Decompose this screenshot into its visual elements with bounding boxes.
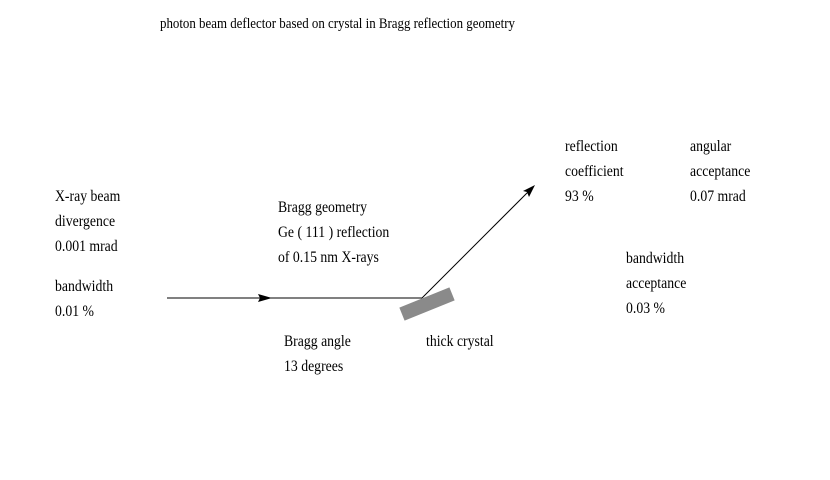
bandwidth-acceptance-label-1: bandwidth xyxy=(626,250,685,267)
reflected-beam-arrowhead xyxy=(523,185,535,197)
crystal xyxy=(399,287,455,321)
page-title: photon beam deflector based on crystal i… xyxy=(160,16,515,32)
bragg-angle-label: Bragg angle xyxy=(284,333,351,350)
bandwidth-value: 0.01 % xyxy=(55,303,94,320)
incoming-beam-arrowhead xyxy=(258,294,272,302)
reflection-coefficient-value: 93 % xyxy=(565,188,594,205)
bandwidth-label: bandwidth xyxy=(55,278,114,295)
bragg-geometry-label: Bragg geometry xyxy=(278,199,368,216)
angular-acceptance-label-1: angular xyxy=(690,138,732,155)
crystal-label: thick crystal xyxy=(426,333,494,350)
divergence-label: divergence xyxy=(55,213,116,230)
angular-acceptance-value: 0.07 mrad xyxy=(690,188,746,205)
bandwidth-acceptance-value: 0.03 % xyxy=(626,300,665,317)
bragg-angle-value: 13 degrees xyxy=(284,358,344,375)
bandwidth-acceptance-label-2: acceptance xyxy=(626,275,687,292)
reflection-coefficient-label-2: coefficient xyxy=(565,163,624,180)
divergence-value: 0.001 mrad xyxy=(55,238,118,255)
angular-acceptance-label-2: acceptance xyxy=(690,163,751,180)
xray-wavelength-label: of 0.15 nm X-rays xyxy=(278,249,379,266)
reflection-coefficient-label-1: reflection xyxy=(565,138,618,155)
xray-beam-label: X-ray beam xyxy=(55,188,121,205)
reflected-beam xyxy=(421,188,532,299)
reflection-label: Ge ( 111 ) reflection xyxy=(278,224,390,241)
